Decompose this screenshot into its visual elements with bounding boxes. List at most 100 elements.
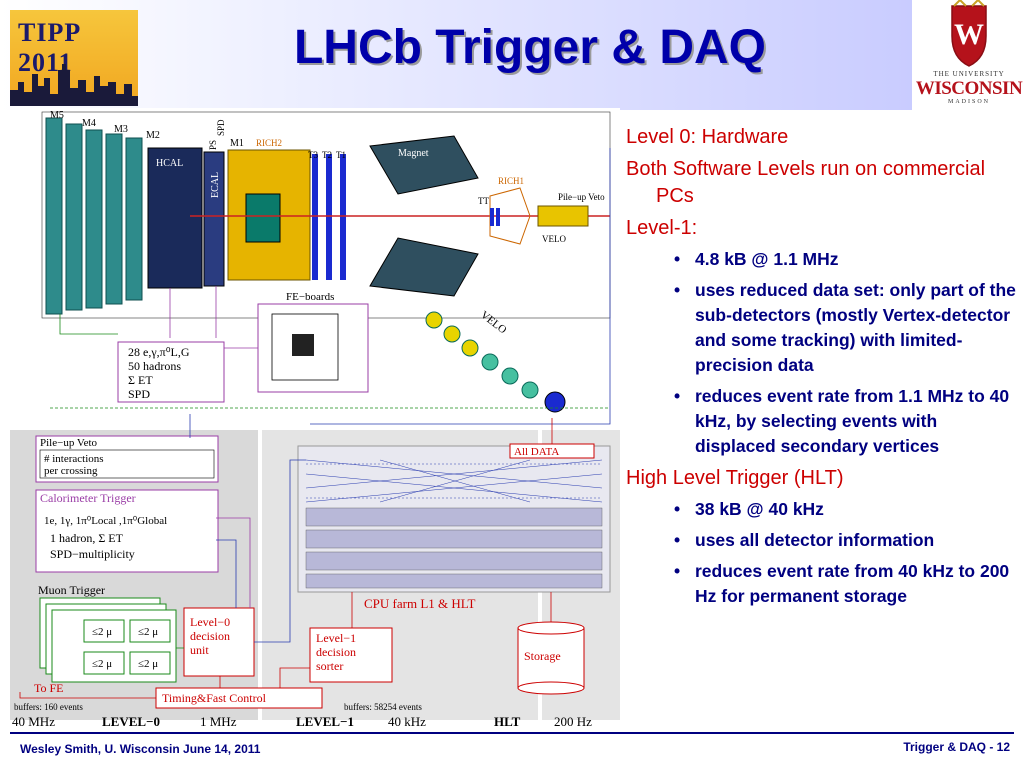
footer-author: Wesley Smith, U. Wisconsin June 14, 2011 xyxy=(20,742,261,756)
pileup-box-line1: # interactions xyxy=(44,453,104,465)
level1-sorter-box xyxy=(309,627,393,683)
label-m5: M5 xyxy=(50,110,64,121)
t2-station xyxy=(326,154,332,280)
bullet-content: Level 0: Hardware Both Software Levels r… xyxy=(626,124,1018,615)
label-ps: PS xyxy=(208,140,218,150)
trigger-daq-diagram: M5 M4 M3 M2 M1 HCAL ECAL PS SPD RICH2 T3… xyxy=(10,108,620,730)
t1-station xyxy=(340,154,346,280)
magnet-lower xyxy=(369,237,479,297)
fe-board-core xyxy=(292,334,314,356)
label-rich2: RICH2 xyxy=(256,138,282,148)
tt-station-b xyxy=(496,208,500,226)
pileup-box-title: Pile−up Veto xyxy=(40,437,98,449)
hlt-bullet-2: uses all detector information xyxy=(695,530,935,550)
label-t2: T2 xyxy=(322,150,332,160)
l1-bullet-item: •uses reduced data set: only part of the… xyxy=(626,278,1018,378)
signal-lines xyxy=(19,148,611,699)
label-velo: VELO xyxy=(542,234,566,244)
level1-line2: decision xyxy=(316,645,356,659)
muon-trigger-boards xyxy=(39,597,177,683)
pileup-inner-box xyxy=(39,449,215,479)
uw-crest-icon: W xyxy=(951,0,987,67)
label-tt: TT xyxy=(478,196,489,206)
footer-rule xyxy=(10,732,1014,734)
label-m1: M1 xyxy=(230,138,244,149)
bullet-dot-icon: • xyxy=(674,280,681,300)
uw-logo-line1: THE UNIVERSITY xyxy=(933,70,1005,78)
calo-trigger-line3: SPD−multiplicity xyxy=(50,547,135,561)
level1-line3: sorter xyxy=(316,659,343,673)
uw-logo-line3: MADISON xyxy=(947,99,990,105)
bullet-dot-icon: • xyxy=(674,530,681,550)
muon-cell-2: ≤2 μ xyxy=(138,626,158,638)
label-m3: M3 xyxy=(114,124,128,135)
label-magnet: Magnet xyxy=(398,148,429,159)
fe-list-2: 50 hadrons xyxy=(128,359,181,373)
uw-logo-line2: WISCONSIN xyxy=(915,78,1023,99)
cpu-farm-label: CPU farm L1 & HLT xyxy=(364,596,476,611)
label-velo-lower: VELO xyxy=(478,309,509,337)
buffers-l0-label: buffers: 160 events xyxy=(14,702,83,712)
velo-detector xyxy=(537,205,589,227)
l1-bullet-3: reduces event rate from 1.1 MHz to 40 kH… xyxy=(695,386,1010,456)
fe-list-1: 28 e,γ,π⁰L,G xyxy=(128,345,190,359)
level0-line1: Level−0 xyxy=(190,615,230,629)
bullet-dot-icon: • xyxy=(674,499,681,519)
hlt-bullet-item: • 38 kB @ 40 kHz xyxy=(626,497,1018,522)
hlt-title: High Level Trigger (HLT) xyxy=(626,467,844,489)
svg-text:W: W xyxy=(954,18,984,51)
l1-bullet-item: • reduces event rate from 1.1 MHz to 40 k… xyxy=(626,384,1018,459)
t3-station xyxy=(312,154,318,280)
hlt-bullet-item: • reduces event rate from 40 kHz to 200 H… xyxy=(626,559,1018,609)
tt-station-a xyxy=(490,208,494,226)
label-t3: T3 xyxy=(308,150,318,160)
label-t1: T1 xyxy=(336,150,346,160)
rate-hlt-out: 200 Hz xyxy=(554,714,592,729)
to-fe-label: To FE xyxy=(34,681,64,695)
calo-trigger-title: Calorimeter Trigger xyxy=(40,491,136,505)
muon-cell-4: ≤2 μ xyxy=(138,658,158,670)
cpu-farm-racks xyxy=(305,507,603,589)
bullet-dot-icon: • xyxy=(674,561,681,581)
level0-unit-box xyxy=(183,607,255,677)
footer-page-label: Trigger & DAQ - 12 xyxy=(903,740,1010,754)
label-fe-boards: FE−boards xyxy=(286,291,334,303)
l0-title: Level 0: Hardware xyxy=(626,126,789,148)
tipp-2011-logo: TIPP 2011 xyxy=(10,10,138,106)
label-ecal: ECAL xyxy=(210,172,221,198)
label-m2: M2 xyxy=(146,130,160,141)
level0-line2: decision xyxy=(190,629,230,643)
hlt-bullet-1: 38 kB @ 40 kHz xyxy=(695,499,824,519)
rate-l0-label: LEVEL−0 xyxy=(102,714,160,729)
calo-trigger-box xyxy=(35,489,219,573)
calo-trigger-line1: 1e, 1γ, 1π⁰Local ,1π⁰Global xyxy=(44,515,167,527)
label-rich1: RICH1 xyxy=(498,176,524,186)
rate-l1-out: 40 kHz xyxy=(388,714,426,729)
diagram-svg: M5 M4 M3 M2 M1 HCAL ECAL PS SPD RICH2 T3… xyxy=(10,110,620,729)
skyline-graphic xyxy=(10,64,138,106)
bullet-dot-icon: • xyxy=(674,386,681,406)
level1-line1: Level−1 xyxy=(316,631,356,645)
hlt-bullet-3: reduces event rate from 40 kHz to 200 Hz… xyxy=(695,561,1010,606)
header-band xyxy=(0,0,912,110)
level0-line3: unit xyxy=(190,643,209,657)
rate-l0-in: 40 MHz xyxy=(12,714,55,729)
rich2-core xyxy=(245,193,281,243)
cpu-farm-network xyxy=(305,459,603,503)
buffers-l1-label: buffers: 58254 events xyxy=(344,702,422,712)
hcal-block xyxy=(147,147,203,289)
label-pileup-veto: Pile−up Veto xyxy=(558,192,605,202)
tfc-label: Timing&Fast Control xyxy=(162,691,267,705)
fe-list-4: SPD xyxy=(128,387,150,401)
l1-bullet-1: 4.8 kB @ 1.1 MHz xyxy=(695,249,839,269)
rate-l1-label: LEVEL−1 xyxy=(296,714,354,729)
rate-l0-out: 1 MHz xyxy=(200,714,237,729)
muon-cell-1: ≤2 μ xyxy=(92,626,112,638)
muon-trigger-title: Muon Trigger xyxy=(38,583,105,597)
label-spd: SPD xyxy=(216,119,226,136)
ecal-block xyxy=(203,151,225,287)
software-levels-text: Both Software Levels run on commercial P… xyxy=(626,158,986,207)
fe-list-3: Σ ET xyxy=(128,373,153,387)
rate-hlt-label: HLT xyxy=(494,714,521,729)
bullet-dot-icon: • xyxy=(674,249,681,269)
